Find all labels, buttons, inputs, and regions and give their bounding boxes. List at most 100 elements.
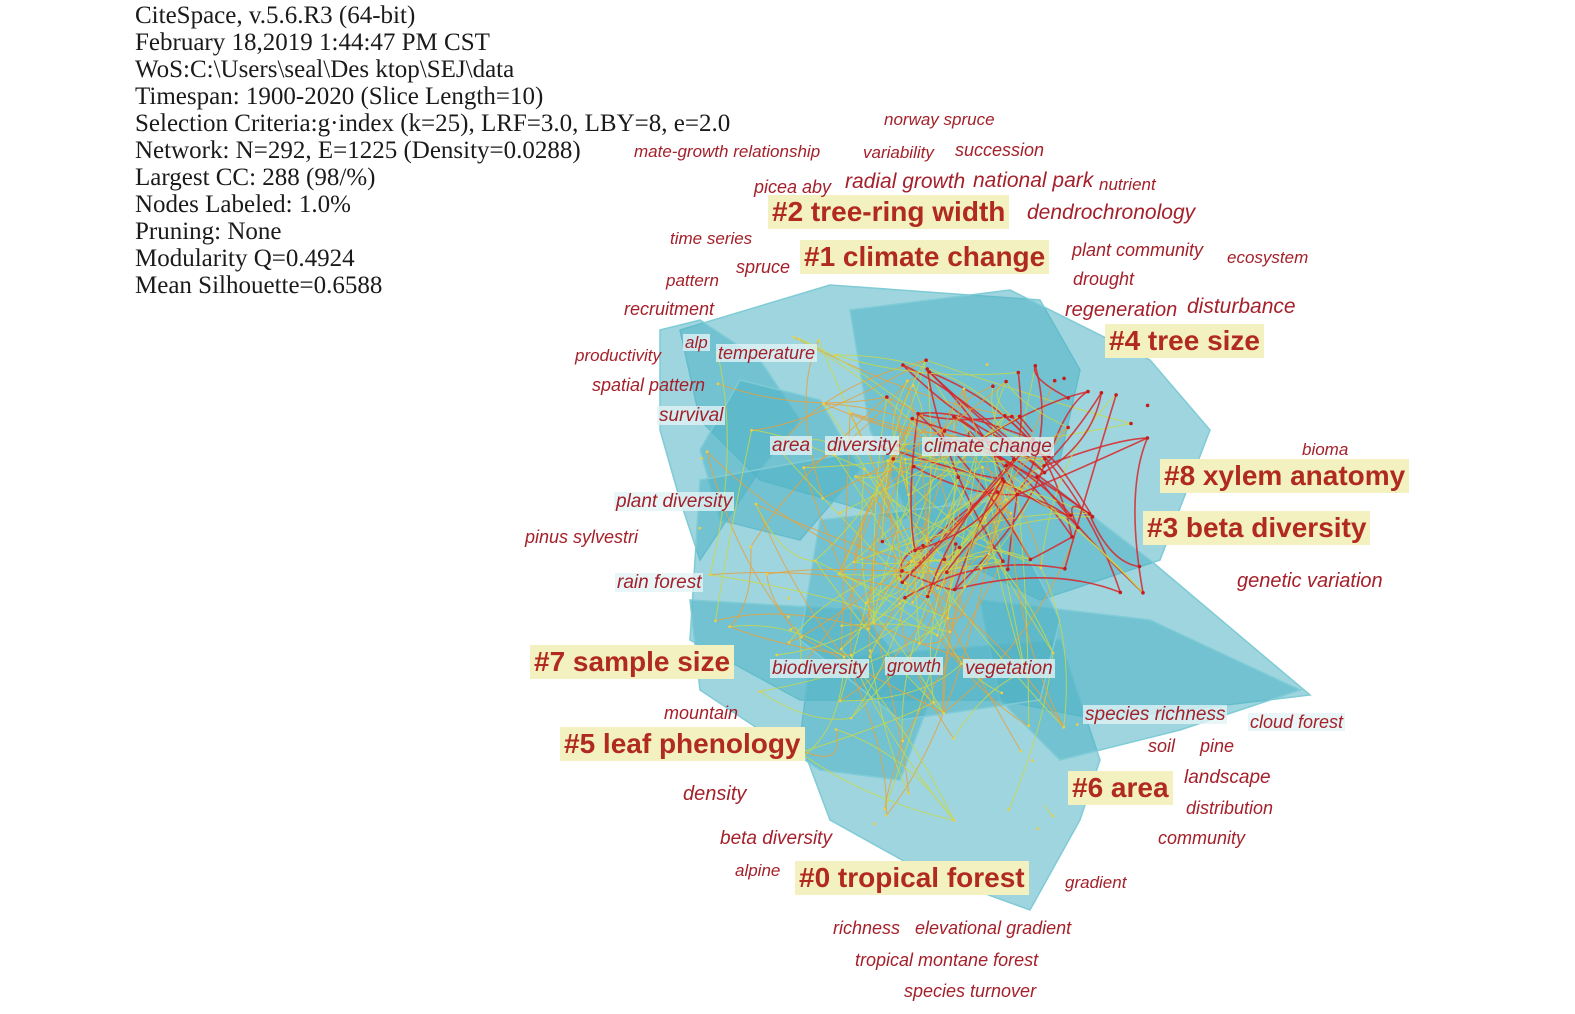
network-node[interactable] <box>840 624 844 628</box>
network-node[interactable] <box>848 411 852 415</box>
cluster-label-5[interactable]: #5 leaf phenology <box>560 727 805 762</box>
network-node[interactable] <box>837 572 841 576</box>
cluster-label-0[interactable]: #0 tropical forest <box>795 861 1029 896</box>
network-node[interactable] <box>956 475 961 480</box>
network-node[interactable] <box>925 594 930 599</box>
keyword-label[interactable]: picea aby <box>754 177 832 197</box>
network-node[interactable] <box>1017 414 1022 419</box>
network-node[interactable] <box>838 699 842 703</box>
keyword-label[interactable]: beta diversity <box>720 828 832 849</box>
cluster-label-7[interactable]: #7 sample size <box>530 645 735 680</box>
keyword-label[interactable]: plant community <box>1072 240 1204 260</box>
network-node[interactable] <box>708 573 712 577</box>
network-node[interactable] <box>953 542 958 546</box>
network-node[interactable] <box>854 475 858 478</box>
network-node[interactable] <box>960 662 963 666</box>
network-node[interactable] <box>868 649 872 652</box>
cluster-label-3[interactable]: #3 beta diversity <box>1143 511 1371 546</box>
network-node[interactable] <box>1137 564 1142 569</box>
keyword-label[interactable]: succession <box>955 140 1045 160</box>
network-node[interactable] <box>868 655 872 659</box>
keyword-label[interactable]: temperature <box>716 343 818 363</box>
cluster-label-1[interactable]: #1 climate change <box>800 240 1050 275</box>
network-node[interactable] <box>1019 749 1023 753</box>
network-node[interactable] <box>1141 591 1145 595</box>
network-node[interactable] <box>911 600 915 604</box>
network-node[interactable] <box>1031 759 1034 763</box>
network-node[interactable] <box>912 384 915 387</box>
keyword-label[interactable]: pine <box>1200 736 1235 756</box>
network-node[interactable] <box>952 819 956 822</box>
network-node[interactable] <box>995 490 1000 494</box>
network-node[interactable] <box>942 429 947 433</box>
network-node[interactable] <box>901 739 905 743</box>
network-node[interactable] <box>705 450 709 454</box>
network-node[interactable] <box>834 728 838 731</box>
network-node[interactable] <box>754 502 758 506</box>
keyword-label[interactable]: radial growth <box>845 170 966 193</box>
network-node[interactable] <box>910 416 915 421</box>
keyword-label[interactable]: recruitment <box>624 299 715 319</box>
keyword-label[interactable]: national park <box>973 169 1094 192</box>
network-node[interactable] <box>935 633 939 637</box>
network-node[interactable] <box>945 570 949 574</box>
network-node[interactable] <box>942 711 945 715</box>
network-node[interactable] <box>700 457 703 460</box>
keyword-label[interactable]: species richness <box>1083 704 1228 725</box>
cluster-label-4[interactable]: #4 tree size <box>1105 324 1264 359</box>
keyword-label[interactable]: time series <box>670 229 753 248</box>
keyword-label[interactable]: dendrochronology <box>1027 201 1196 224</box>
network-node[interactable] <box>920 583 924 587</box>
network-node[interactable] <box>883 807 887 811</box>
keyword-label[interactable]: genetic variation <box>1237 570 1383 592</box>
keyword-label[interactable]: diversity <box>825 435 899 456</box>
network-node[interactable] <box>1015 492 1020 497</box>
network-node[interactable] <box>909 559 913 563</box>
network-node[interactable] <box>1066 396 1070 400</box>
network-node[interactable] <box>1070 535 1074 539</box>
network-node[interactable] <box>906 379 909 383</box>
network-node[interactable] <box>849 716 853 720</box>
network-node[interactable] <box>962 387 966 391</box>
keyword-label[interactable]: elevational gradient <box>915 918 1072 938</box>
network-node[interactable] <box>991 384 995 389</box>
network-node[interactable] <box>917 642 921 645</box>
network-node[interactable] <box>1039 566 1043 570</box>
network-node[interactable] <box>1129 421 1133 426</box>
keyword-label[interactable]: richness <box>833 918 901 938</box>
network-node[interactable] <box>862 467 866 471</box>
network-node[interactable] <box>932 700 936 704</box>
network-node[interactable] <box>886 459 890 462</box>
network-node[interactable] <box>1001 559 1005 563</box>
network-node[interactable] <box>1004 379 1008 384</box>
network-node[interactable] <box>936 586 940 590</box>
network-node[interactable] <box>1004 463 1008 468</box>
network-node[interactable] <box>849 653 853 657</box>
keyword-label[interactable]: climate change <box>922 436 1054 457</box>
network-node[interactable] <box>979 566 983 570</box>
network-node[interactable] <box>1051 814 1055 818</box>
network-node[interactable] <box>1114 393 1118 397</box>
keyword-label[interactable]: rain forest <box>615 572 704 593</box>
network-node[interactable] <box>714 619 717 623</box>
keyword-label[interactable]: variability <box>863 143 934 162</box>
keyword-label[interactable]: mountain <box>664 703 739 723</box>
keyword-label[interactable]: pinus sylvestri <box>525 527 639 547</box>
network-node[interactable] <box>1003 414 1007 418</box>
network-node[interactable] <box>1063 566 1067 571</box>
network-node[interactable] <box>912 464 916 469</box>
network-node[interactable] <box>787 615 790 619</box>
network-node[interactable] <box>1033 364 1038 368</box>
network-node[interactable] <box>716 382 720 386</box>
keyword-label[interactable]: mate-growth relationship <box>634 142 821 161</box>
keyword-label[interactable]: bioma <box>1302 440 1349 459</box>
network-node[interactable] <box>1068 513 1073 518</box>
network-node[interactable] <box>1118 590 1123 595</box>
network-node[interactable] <box>1062 376 1066 381</box>
network-node[interactable] <box>775 653 779 657</box>
network-node[interactable] <box>900 580 905 585</box>
network-node[interactable] <box>981 465 984 469</box>
network-node[interactable] <box>901 363 905 367</box>
network-node[interactable] <box>1076 525 1080 530</box>
network-node[interactable] <box>822 402 825 406</box>
